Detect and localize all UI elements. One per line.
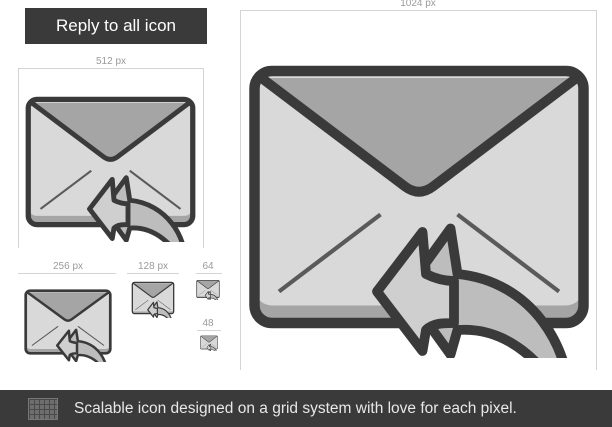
size-label-64: 64 (202, 261, 214, 272)
size-label-48: 48 (202, 318, 214, 329)
size-label-1024: 1024 px (400, 0, 436, 9)
reply-all-envelope-icon (23, 282, 113, 362)
guide-line (127, 273, 179, 274)
size-label-512: 512 px (95, 56, 127, 67)
footer-bar: Scalable icon designed on a grid system … (0, 390, 612, 427)
size-label-128: 128 px (137, 261, 169, 272)
reply-all-envelope-icon (131, 278, 175, 318)
pixel-grid-icon (28, 397, 58, 420)
page-title: Reply to all icon (25, 8, 207, 44)
guide-line (18, 68, 204, 69)
guide-line (240, 10, 241, 370)
reply-all-envelope-icon (200, 334, 218, 351)
reply-all-envelope-icon (23, 82, 198, 242)
reply-all-envelope-icon (196, 278, 220, 300)
guide-line (197, 330, 221, 331)
size-label-256: 256 px (52, 261, 84, 272)
footer-text: Scalable icon designed on a grid system … (74, 399, 517, 417)
guide-line (596, 10, 597, 370)
guide-line (18, 68, 19, 248)
guide-line (196, 273, 222, 274)
reply-all-envelope-icon (244, 36, 594, 358)
guide-line (18, 273, 116, 274)
guide-line (240, 10, 597, 11)
guide-line (203, 68, 204, 248)
